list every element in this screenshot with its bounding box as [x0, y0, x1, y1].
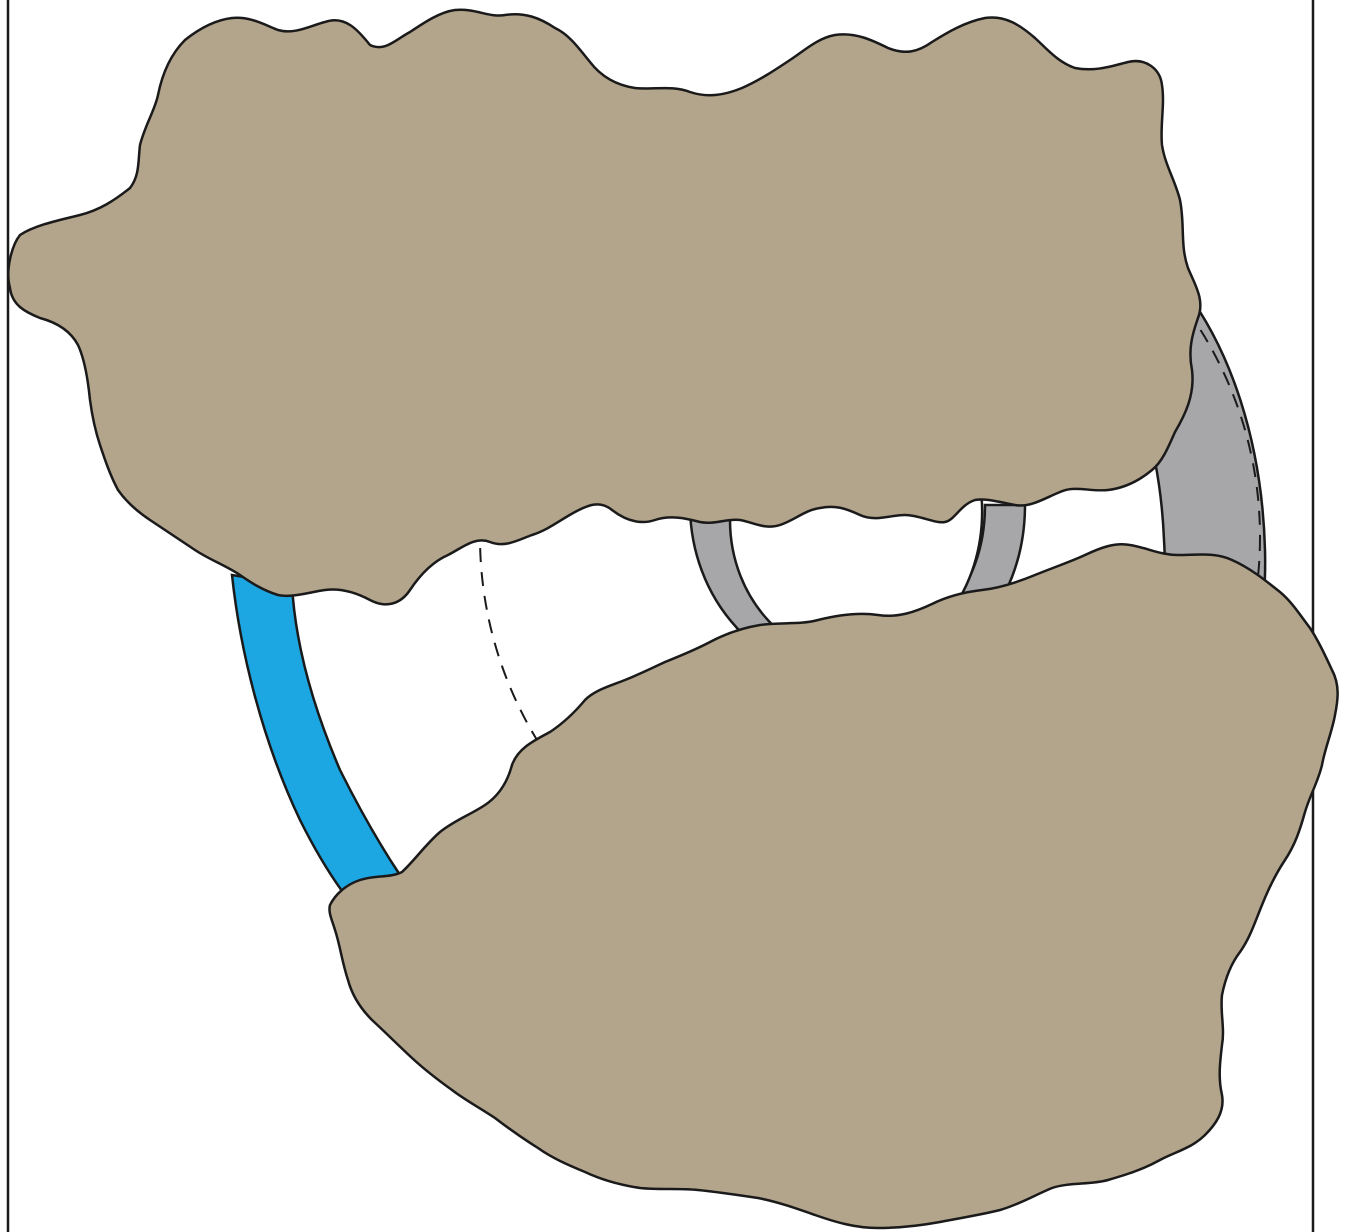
diagram-canvas: [0, 0, 1355, 1232]
